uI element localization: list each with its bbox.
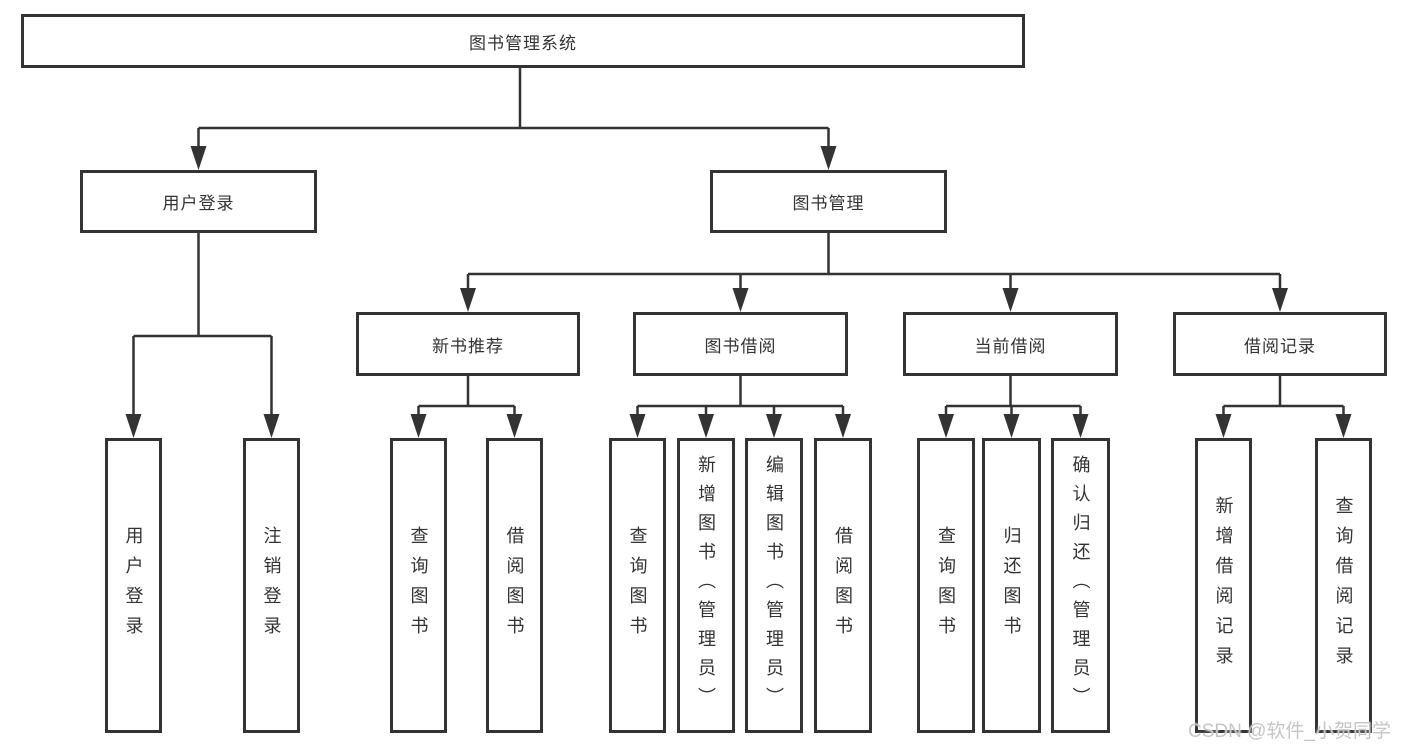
leaf-confirm-return-admin: 确认归还（管理员） <box>1051 438 1110 733</box>
leaf-query-borrow-record: 查询借阅记录 <box>1315 438 1372 733</box>
node-label: 查询图书 <box>627 525 648 646</box>
node-label: 图书管理 <box>792 194 865 213</box>
node-book-management: 图书管理 <box>710 170 947 233</box>
leaf-edit-books-admin: 编辑图书（管理员） <box>745 438 803 733</box>
arrowheads <box>125 146 1352 438</box>
node-book-borrowing: 图书借阅 <box>633 312 848 376</box>
leaf-add-books-admin: 新增图书（管理员） <box>677 438 735 733</box>
node-label: 注销登录 <box>261 525 282 646</box>
node-label: 查询图书 <box>936 525 956 646</box>
csdn-watermark: CSDN @软件_小贺同学 <box>1188 721 1391 742</box>
leaf-borrow-query-books: 查询图书 <box>609 438 666 733</box>
node-label: 借阅图书 <box>504 525 525 646</box>
node-label: 新增图书（管理员） <box>696 455 716 716</box>
node-library-management-system: 图书管理系统 <box>21 14 1025 68</box>
leaf-return-books: 归还图书 <box>982 438 1041 733</box>
leaf-user-login: 用户登录 <box>105 438 162 733</box>
node-label: 借阅图书 <box>833 525 853 646</box>
node-label: 图书管理系统 <box>469 33 577 53</box>
node-label: 编辑图书（管理员） <box>764 455 784 716</box>
node-label: 查询借阅记录 <box>1333 495 1354 676</box>
leaf-borrow-books: 借阅图书 <box>814 438 872 733</box>
node-label: 确认归还（管理员） <box>1070 455 1091 716</box>
node-label: 归还图书 <box>1001 525 1022 646</box>
node-label: 借阅记录 <box>1244 336 1316 356</box>
node-label: 图书借阅 <box>704 336 777 356</box>
node-label: 新书推荐 <box>432 336 504 356</box>
node-current-borrowing: 当前借阅 <box>903 312 1118 376</box>
node-new-book-recommend: 新书推荐 <box>356 312 580 376</box>
node-label: 新增借阅记录 <box>1213 495 1234 676</box>
node-label: 查询图书 <box>408 525 429 646</box>
node-borrowing-records: 借阅记录 <box>1173 312 1387 376</box>
leaf-logout: 注销登录 <box>243 438 300 733</box>
node-label: 用户登录 <box>123 525 144 646</box>
leaf-current-query-books: 查询图书 <box>917 438 975 733</box>
leaf-add-borrow-record: 新增借阅记录 <box>1195 438 1252 733</box>
leaf-newbook-query-books: 查询图书 <box>390 438 447 733</box>
node-label: 用户登录 <box>162 194 235 213</box>
node-label: 当前借阅 <box>974 336 1047 356</box>
node-user-login: 用户登录 <box>80 170 317 233</box>
leaf-newbook-borrow-books: 借阅图书 <box>486 438 543 733</box>
